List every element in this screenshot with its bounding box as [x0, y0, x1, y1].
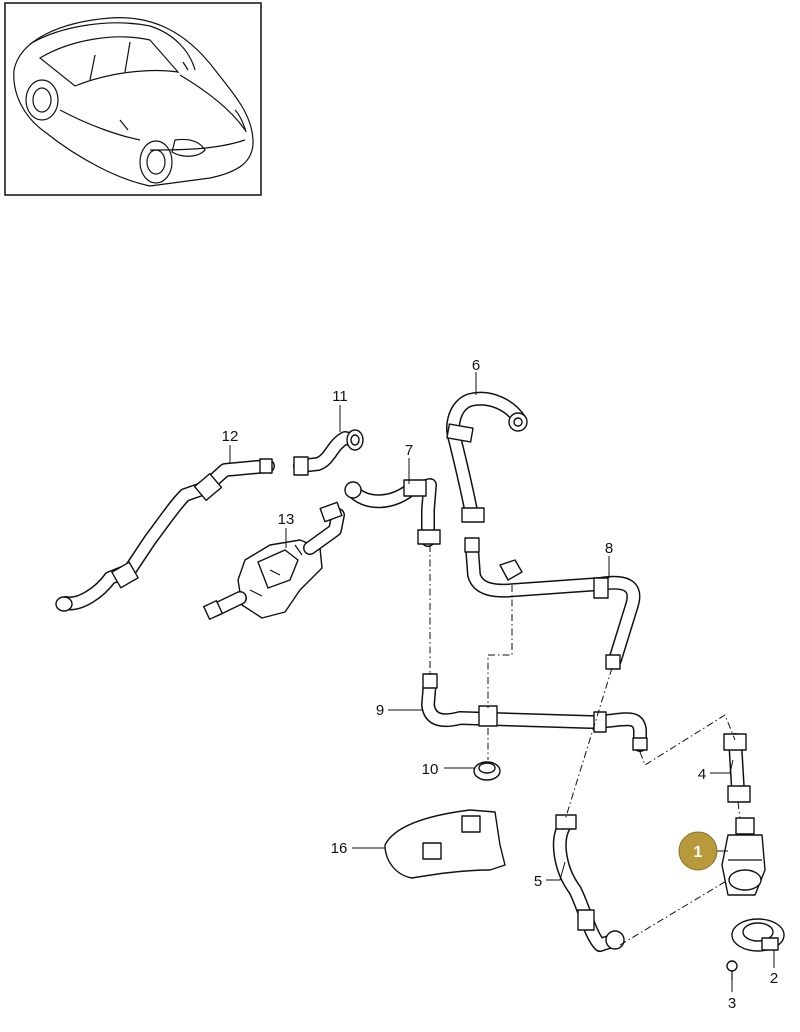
part-1-badge[interactable]: 1 — [678, 831, 718, 871]
label-part-7: 7 — [405, 442, 413, 459]
part-6-hose — [446, 391, 528, 523]
label-part-13: 13 — [278, 511, 295, 528]
label-part-10: 10 — [422, 761, 439, 778]
part-3-screw — [726, 960, 738, 980]
part-5-hose — [552, 814, 625, 952]
label-part-12: 12 — [222, 428, 239, 445]
label-part-4: 4 — [698, 766, 706, 783]
part-16-cover — [384, 809, 506, 879]
part-4-hose — [723, 733, 751, 803]
part-8-hose — [464, 537, 641, 670]
part-10-grommet — [473, 761, 501, 781]
assembly-lines — [429, 545, 741, 946]
part-2-bracket — [731, 918, 785, 952]
part-11-hose — [293, 429, 364, 476]
label-part-16: 16 — [331, 840, 348, 857]
label-part-11: 11 — [332, 388, 348, 405]
part-12-hose — [55, 458, 275, 612]
label-part-5: 5 — [534, 873, 542, 890]
leader-lines — [229, 372, 775, 992]
part-labels: 6 11 12 7 13 8 9 10 16 5 4 2 3 — [222, 357, 779, 1012]
part-1-pump — [721, 817, 766, 896]
part-9-hose — [421, 673, 648, 752]
label-part-1: 1 — [694, 844, 703, 861]
label-part-3: 3 — [728, 995, 736, 1012]
vehicle-thumbnail — [4, 2, 262, 196]
label-part-6: 6 — [472, 357, 480, 374]
label-part-2: 2 — [770, 970, 778, 987]
part-13-valve — [202, 501, 345, 621]
label-part-9: 9 — [376, 702, 384, 719]
part-7-hose — [344, 478, 441, 547]
label-part-8: 8 — [605, 540, 613, 557]
